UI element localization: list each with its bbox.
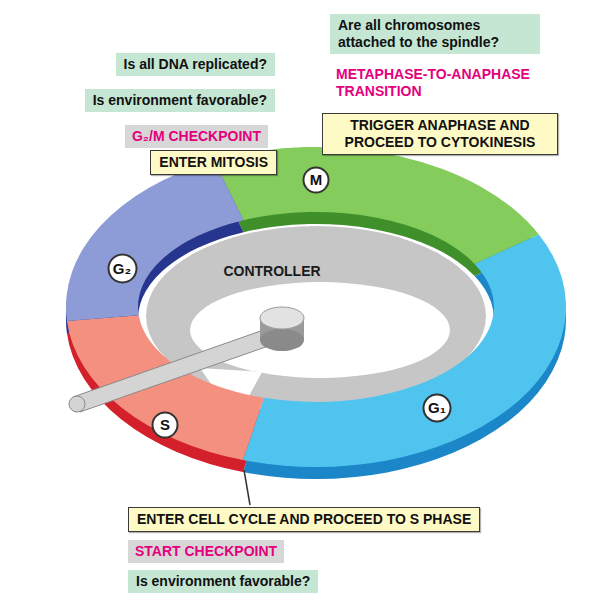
- transition-label: METAPHASE-TO-ANAPHASE TRANSITION: [336, 66, 558, 100]
- controller-top: [260, 307, 304, 329]
- node-text: ENTER MITOSIS: [159, 154, 268, 171]
- leader-line: [244, 470, 250, 505]
- phase-circle: G₂: [107, 253, 138, 284]
- dial-center: [190, 282, 450, 378]
- transition-box: ENTER CELL CYCLE AND PROCEED TO S PHASE: [128, 507, 480, 532]
- node-text: S: [151, 411, 179, 439]
- node-text: Is environment favorable?: [93, 92, 267, 109]
- question-box: Is all DNA replicated?: [116, 53, 275, 76]
- checkpoint-box: G₂/M CHECKPOINT: [125, 125, 268, 148]
- question-box: Are all chromosomes attached to the spin…: [330, 14, 540, 54]
- node-text: M: [302, 166, 330, 194]
- g2-phase-segment: [66, 161, 244, 321]
- transition-box: ENTER MITOSIS: [150, 150, 277, 175]
- phase-circle: S: [151, 411, 179, 439]
- phase-circle: G₁: [422, 393, 452, 423]
- transition-box: TRIGGER ANAPHASE AND PROCEED TO CYTOKINE…: [322, 113, 558, 155]
- phase-circle: M: [302, 166, 330, 194]
- node-text: TRIGGER ANAPHASE AND PROCEED TO CYTOKINE…: [331, 117, 549, 151]
- node-text: G₁: [422, 393, 452, 423]
- node-text: Are all chromosomes attached to the spin…: [338, 17, 532, 51]
- checkpoint-box: START CHECKPOINT: [128, 540, 284, 563]
- hand-tip: [69, 396, 85, 412]
- node-text: START CHECKPOINT: [135, 543, 277, 560]
- controller-label: CONTROLLER: [223, 263, 320, 280]
- question-box: Is environment favorable?: [128, 570, 318, 593]
- node-text: G₂/M CHECKPOINT: [132, 128, 261, 145]
- question-box: Is environment favorable?: [85, 89, 275, 112]
- s-phase-segment: [67, 315, 264, 460]
- node-text: G₂: [107, 253, 138, 284]
- controller-hand: [73, 327, 277, 412]
- node-text: ENTER CELL CYCLE AND PROCEED TO S PHASE: [137, 511, 471, 528]
- node-text: Is all DNA replicated?: [124, 56, 267, 73]
- node-text: Is environment favorable?: [136, 573, 310, 590]
- controller-base: [260, 329, 304, 351]
